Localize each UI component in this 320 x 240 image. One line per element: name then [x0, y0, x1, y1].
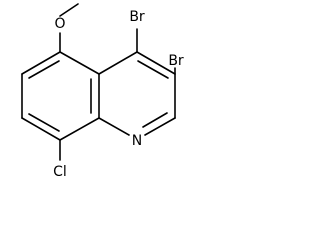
atom-label-chlorine: Cl — [53, 164, 67, 180]
bond-c2-nitrogen — [144, 117, 176, 136]
bond-c4a-c4 — [98, 51, 138, 75]
bond-c4-c3-inner — [137, 60, 169, 79]
bond-c4-c3 — [136, 51, 176, 75]
bond-nitrogen-c8a — [98, 117, 130, 136]
bond-c7-c8 — [21, 117, 61, 141]
bond-methyl-oxygen — [59, 3, 79, 17]
bond-c8-c8a — [59, 117, 100, 141]
bond-c5-c6 — [21, 51, 61, 75]
atom-label-bromine-3: Br — [168, 53, 184, 69]
bond-c2-nitrogen-inner — [142, 112, 168, 128]
bond-c5-c6-inner — [28, 60, 60, 79]
atom-label-oxygen: O — [54, 16, 65, 32]
bond-c7-c8-inner — [28, 113, 60, 132]
chemical-structure: O Br Br N Cl — [21, 3, 184, 180]
bond-c5-c4a — [59, 51, 100, 75]
atom-label-nitrogen: N — [132, 133, 142, 149]
atom-label-bromine-4: Br — [129, 9, 145, 25]
